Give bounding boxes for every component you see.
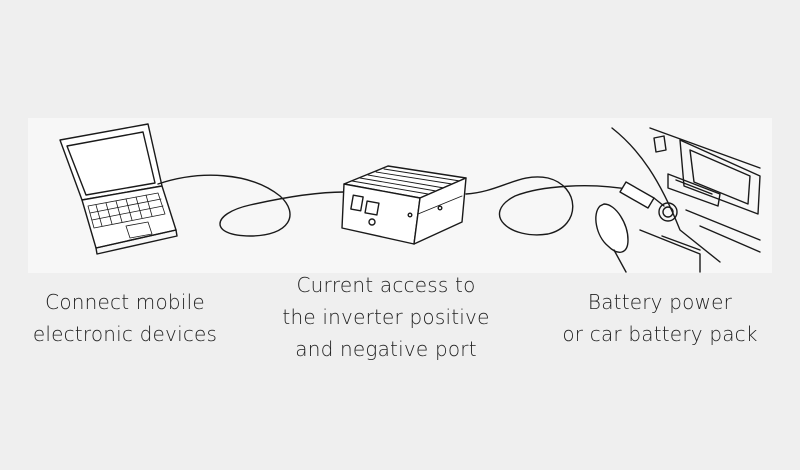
laptop-cable: [157, 174, 345, 237]
caption-devices: Connect mobile electronic devices: [0, 286, 250, 350]
power-inverter-icon: [341, 165, 467, 245]
caption-inverter-line-1: Current access to: [296, 273, 476, 297]
caption-inverter-line-2: the inverter positive: [282, 305, 490, 329]
caption-inverter: Current access to the inverter positive …: [268, 269, 504, 365]
caption-battery-line-2: or car battery pack: [562, 322, 758, 346]
car-dashboard-socket-icon: [595, 127, 761, 273]
caption-inverter-line-3: and negative port: [295, 337, 477, 361]
caption-devices-line-1: Connect mobile: [45, 290, 205, 314]
car-cable: [465, 176, 633, 236]
caption-battery-line-1: Battery power: [587, 290, 733, 314]
laptop-icon: [59, 123, 178, 255]
caption-devices-line-2: electronic devices: [32, 322, 218, 346]
caption-battery: Battery power or car battery pack: [540, 286, 780, 350]
